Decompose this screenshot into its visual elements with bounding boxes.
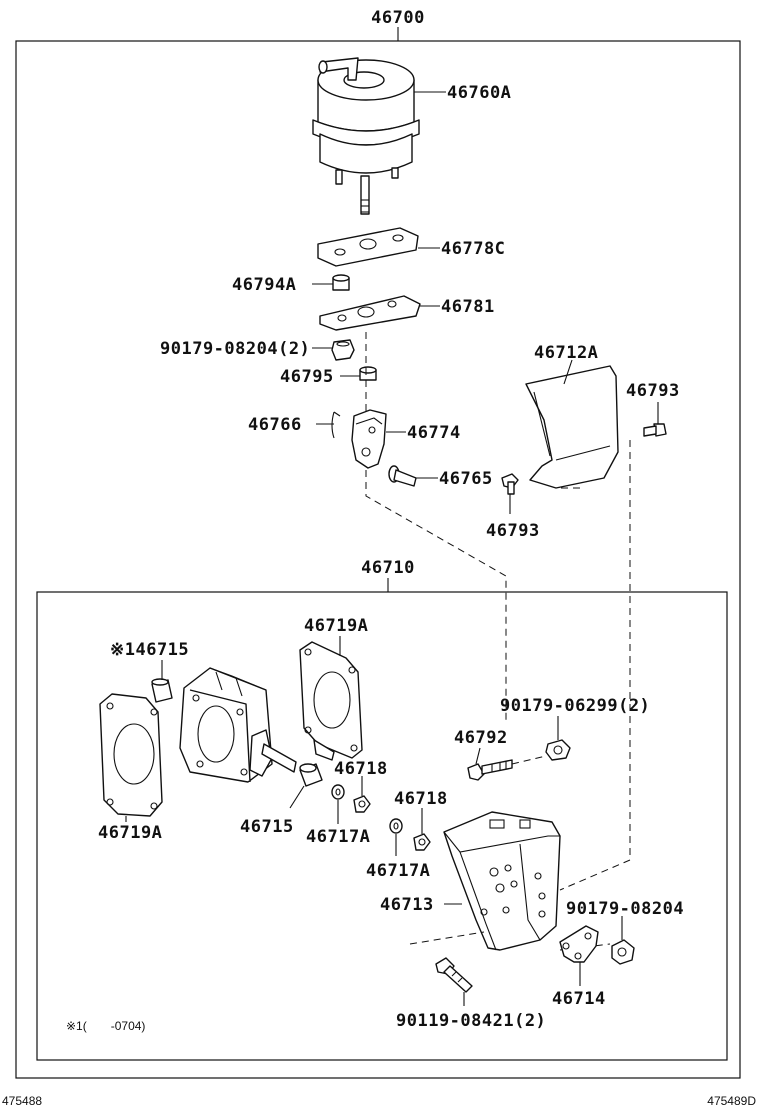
label-46795: 46795 — [280, 367, 334, 387]
label-46794A: 46794A — [232, 275, 296, 295]
lever-46714 — [559, 925, 599, 963]
label-46710: 46710 — [361, 558, 415, 578]
label-46714: 46714 — [552, 989, 606, 1009]
nut-90179-06299-pair — [545, 739, 571, 761]
nut-90179-08204 — [611, 939, 635, 965]
gasket-46719A-left — [99, 693, 163, 817]
plate-46781 — [319, 295, 421, 331]
label-90119-08421-2: 90119-08421(2) — [396, 1011, 546, 1031]
ref-code-right: 475489D — [707, 1094, 756, 1108]
label-46766: 46766 — [248, 415, 302, 435]
label-46718-b: 46718 — [394, 789, 448, 809]
label-46760A: 46760A — [447, 83, 511, 103]
nut-46718-b — [413, 833, 431, 851]
label-46719A-top: 46719A — [304, 616, 368, 636]
cover-46712A — [525, 365, 619, 489]
bushing-46715-upper — [151, 678, 173, 703]
actuator-46760A — [312, 57, 420, 215]
label-46719A-bottom: 46719A — [98, 823, 162, 843]
label-46774: 46774 — [407, 423, 461, 443]
collar-46795 — [359, 366, 377, 381]
label-46717A-a: 46717A — [306, 827, 370, 847]
nut-90179-08204-pair — [331, 339, 355, 361]
pin-46765 — [388, 465, 417, 487]
label-46718-a: 46718 — [334, 759, 388, 779]
label-46700: 46700 — [371, 8, 425, 28]
gasket-46719A-right — [299, 641, 363, 761]
bushing-46715-lower — [299, 763, 323, 787]
label-46793-lower: 46793 — [486, 521, 540, 541]
label-90179-08204-2: 90179-08204(2) — [160, 339, 310, 359]
label-46715-top: ※146715 — [110, 640, 189, 660]
bolt-46792 — [467, 759, 513, 781]
clip-46766 — [331, 411, 341, 439]
bolt-46793-lower — [501, 473, 519, 495]
bracket-46713 — [443, 811, 561, 951]
label-46715-bottom: 46715 — [240, 817, 294, 837]
nut-46718-a — [353, 795, 371, 813]
label-46781: 46781 — [441, 297, 495, 317]
washer-46717A-b — [389, 818, 403, 834]
label-46765: 46765 — [439, 469, 493, 489]
washer-46717A-a — [331, 784, 345, 800]
bolt-46793-upper — [643, 423, 667, 437]
label-46778C: 46778C — [441, 239, 505, 259]
label-46792: 46792 — [454, 728, 508, 748]
bolt-90119-08421-pair — [435, 957, 473, 993]
assembly-46710-frame — [36, 578, 728, 1061]
label-46712A: 46712A — [534, 343, 598, 363]
ref-code-left: 475488 — [2, 1094, 42, 1108]
assembly-46700-frame — [15, 27, 741, 1079]
label-46713: 46713 — [380, 895, 434, 915]
label-90179-08204: 90179-08204 — [566, 899, 684, 919]
footnote: ※1( -0704) — [66, 1019, 145, 1033]
label-46793-upper: 46793 — [626, 381, 680, 401]
label-90179-06299-2: 90179-06299(2) — [500, 696, 650, 716]
bushing-46794A — [332, 274, 350, 291]
gasket-46778C — [317, 227, 419, 267]
label-46717A-b: 46717A — [366, 861, 430, 881]
link-46774 — [351, 409, 387, 469]
throttle-body — [179, 667, 297, 783]
